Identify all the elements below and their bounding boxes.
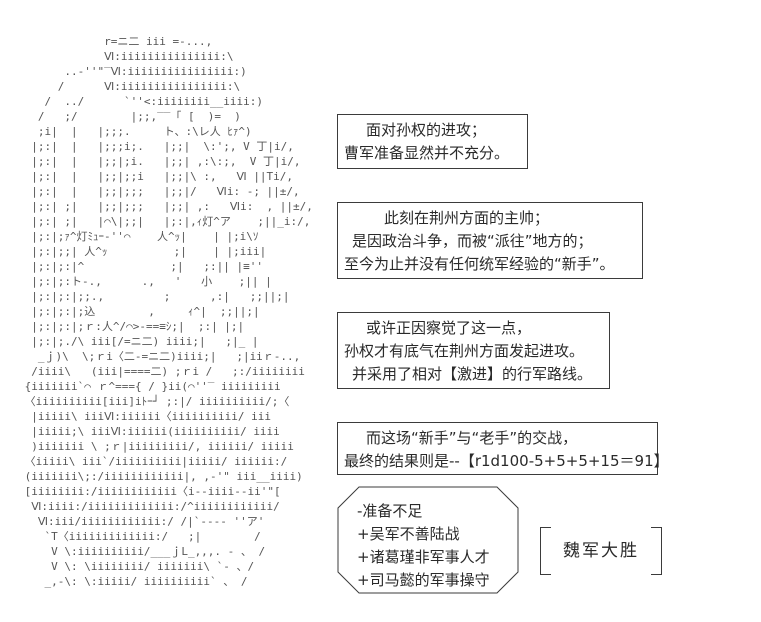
dialog-box-1: 面对孙权的进攻； 曹军准备显然并不充分。 <box>337 114 528 169</box>
left-bracket-icon <box>540 527 551 575</box>
modifier-line: -准备不足 <box>357 502 423 520</box>
dialog-line: 孙权才有底气在荆州方面发起进攻。 <box>344 342 585 360</box>
modifier-box <box>337 486 519 594</box>
dialog-box-4: 而这场“新手”与“老手”的交战， 最终的结果则是--【r1d100-5+5+5+… <box>337 422 669 475</box>
dialog-line: 此刻在荆州方面的主帅； <box>384 209 550 227</box>
dialog-box-2: 此刻在荆州方面的主帅； 是因政治斗争，而被“派往”地方的； 至今为止并没有任何统… <box>337 202 643 279</box>
dialog-line: 曹军准备显然并不充分。 <box>344 144 510 162</box>
dialog-line: 而这场“新手”与“老手”的交战， <box>366 429 578 447</box>
result-label: 魏军大胜 <box>540 527 662 575</box>
dialog-line: 或许正因察觉了这一点， <box>366 319 532 337</box>
dialog-line: 最终的结果则是--【r1d100-5+5+5+15＝91】 <box>344 452 669 470</box>
dialog-line: 面对孙权的进攻； <box>366 121 487 139</box>
modifier-line: +诸葛瑾非军事人才 <box>357 548 490 566</box>
dialog-box-3: 或许正因察觉了这一点， 孙权才有底气在荆州方面发起进攻。 并采用了相对【激进】的… <box>337 312 610 389</box>
dialog-line: 是因政治斗争，而被“派往”地方的； <box>352 232 593 250</box>
modifier-line: +吴军不善陆战 <box>357 525 460 543</box>
right-bracket-icon <box>651 527 662 575</box>
modifier-line: +司马懿的军事操守 <box>357 571 490 589</box>
result-text: 魏军大胜 <box>563 541 639 561</box>
dialog-line: 至今为止并没有任何统军经验的“新手”。 <box>344 255 615 273</box>
ascii-art-figure: r=ニ二 iii =-..., Ⅵ:iiiiiiiiiiiiiii:\ ..-'… <box>24 35 313 588</box>
dialog-line: 并采用了相对【激进】的行军路线。 <box>352 365 593 383</box>
modifier-list: -准备不足 +吴军不善陆战 +诸葛瑾非军事人才 +司马懿的军事操守 <box>357 500 490 592</box>
